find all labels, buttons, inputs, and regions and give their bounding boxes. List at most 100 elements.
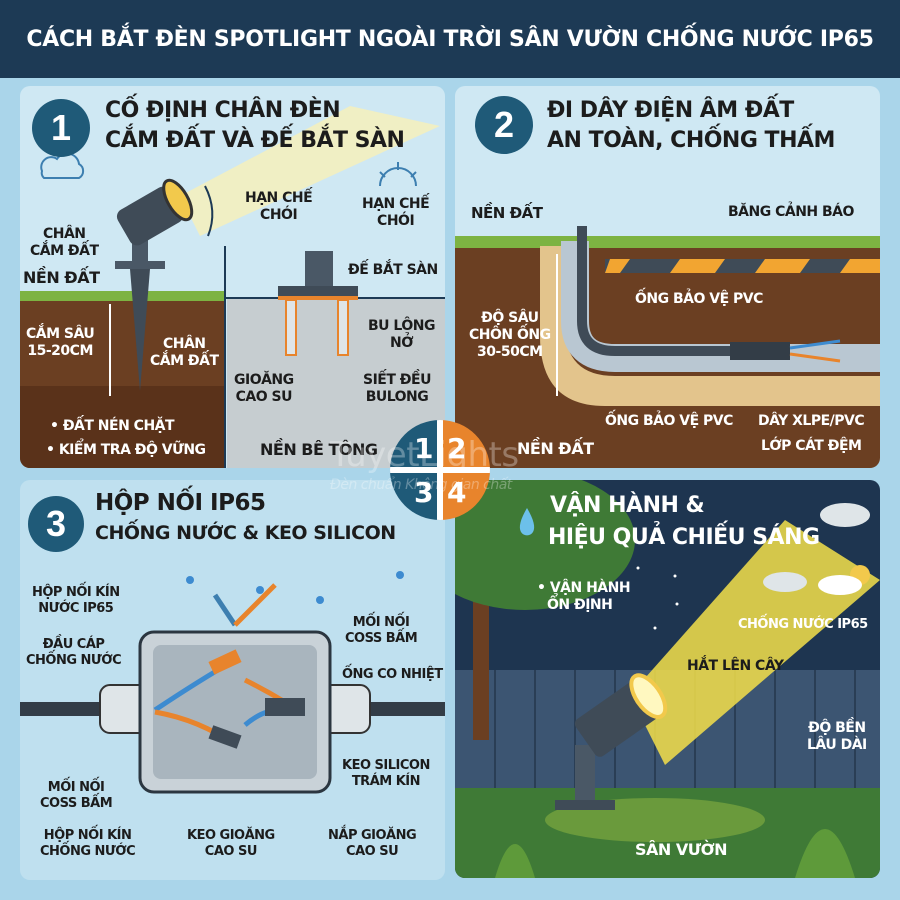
- gland-line1: ĐẦU CÁP: [42, 637, 105, 652]
- box-bottom-line2: CHỐNG NƯỚC: [40, 843, 136, 859]
- stake-label-2-line1: CHÂN: [162, 336, 206, 352]
- gasket-glue-line1: KEO GIOĂNG: [187, 828, 275, 843]
- box-top-line1: HỘP NỐI KÍN: [32, 585, 120, 600]
- spotlight-icon: [555, 673, 668, 810]
- ground-top-label: NỀN ĐẤT: [471, 204, 543, 222]
- silicone-line1: KEO SILICON: [342, 758, 430, 773]
- stake-label-line1: CHÂN: [42, 226, 86, 242]
- garden-label: SÂN VƯỜN: [635, 840, 727, 859]
- cable-label: DÂY XLPE/PVC: [758, 413, 865, 429]
- step3-title-line2: CHỐNG NƯỚC & KEO SILICON: [95, 522, 396, 544]
- sun-icon: [379, 162, 417, 187]
- step3-panel: 3 HỘP NỐI IP65 CHỐNG NƯỚC & KEO SILICON …: [20, 480, 445, 880]
- light-beam: [630, 520, 880, 765]
- box-bottom-line1: HỘP NỐI KÍN: [43, 828, 132, 843]
- glare-label-1-line2: CHÓI: [260, 206, 298, 223]
- gasket-label-line2: CAO SU: [235, 388, 293, 405]
- depth-label-line2: 15-20CM: [27, 342, 93, 359]
- shrink-tube-label: ỐNG CO NHIỆT: [342, 667, 443, 682]
- concrete-label: NỀN BÊ TÔNG: [260, 440, 378, 459]
- step2-title-line2: AN TOÀN, CHỐNG THẤM: [547, 128, 835, 153]
- step1-title-line1: CỐ ĐỊNH CHÂN ĐÈN: [105, 98, 341, 123]
- step3-title-line1: HỘP NỐI IP65: [95, 490, 266, 516]
- durable-line2: LÂU DÀI: [807, 736, 867, 753]
- lid-line2: CAO SU: [346, 843, 399, 859]
- step4-panel: VẬN HÀNH & HIỆU QUẢ CHIẾU SÁNG • VẬN HÀN…: [455, 480, 880, 878]
- sand-label: LỚP CÁT ĐỆM: [761, 438, 862, 454]
- lug-bottom-line2: COSS BẤM: [40, 795, 113, 811]
- ground-bottom-label: NỀN ĐẤT: [517, 439, 594, 458]
- floor-mount-base: [278, 251, 358, 356]
- badge-4: 4: [447, 476, 466, 509]
- lug-top-line2: COSS BẤM: [345, 630, 418, 646]
- depth-line3: 30-50CM: [477, 343, 543, 360]
- step4-title-line2: HIỆU QUẢ CHIẾU SÁNG: [548, 525, 820, 550]
- center-step-badge: 1 2 3 4: [390, 420, 490, 520]
- step1-title-line2: CẮM ĐẤT VÀ ĐẾ BẮT SÀN: [105, 128, 405, 153]
- stable-line1: • VẬN HÀNH: [537, 580, 631, 596]
- rain-drops: [186, 571, 404, 604]
- badge-1: 1: [414, 432, 433, 465]
- waterproof-label: CHỐNG NƯỚC IP65: [738, 617, 868, 632]
- depth-line2: CHÔN ỐNG: [469, 326, 551, 343]
- box-top-line2: NƯỚC IP65: [38, 600, 114, 616]
- sun-cloud-icon: [763, 565, 870, 595]
- pipe-bottom-label: ỐNG BẢO VỆ PVC: [605, 413, 733, 429]
- lid-line1: NẮP GIOĂNG: [328, 828, 417, 843]
- badge-3: 3: [414, 476, 433, 509]
- bullet-check-stability: • KIỂM TRA ĐỘ VỮNG: [46, 442, 206, 458]
- base-label: ĐẾ BẮT SÀN: [348, 262, 438, 278]
- glare-label-2-line2: CHÓI: [377, 212, 415, 229]
- uplight-label: HẮT LÊN CÂY: [687, 658, 784, 674]
- tighten-label-line1: SIẾT ĐỀU: [363, 372, 431, 388]
- step2-number-badge: 2: [475, 96, 533, 154]
- tighten-label-line2: BULONG: [365, 388, 429, 405]
- warning-tape-label: BĂNG CẢNH BÁO: [728, 204, 854, 220]
- step1-panel: 1 CỐ ĐỊNH CHÂN ĐÈN CẮM ĐẤT VÀ ĐẾ BẮT SÀN…: [20, 86, 445, 468]
- rain-cloud-icon: [820, 503, 870, 527]
- lug-top-line1: MỐI NỐI: [352, 615, 410, 630]
- gasket-glue-line2: CAO SU: [204, 843, 258, 859]
- step4-illustration: [455, 480, 880, 878]
- silicone-line2: TRÁM KÍN: [351, 773, 421, 789]
- step3-illustration: [20, 571, 445, 794]
- depth-label-line1: CẮM SÂU: [26, 326, 95, 342]
- stake-label-line2: CẮM ĐẤT: [30, 242, 99, 259]
- depth-line1: ĐỘ SÂU: [481, 310, 539, 326]
- pipe-top-label: ỐNG BẢO VỆ PVC: [635, 291, 763, 307]
- stake-label-2-line2: CẮM ĐẤT: [150, 352, 219, 369]
- step1-number-badge: 1: [32, 99, 90, 157]
- glare-label-2-line1: HẠN CHẾ: [362, 196, 430, 212]
- tree-canopy: [455, 480, 635, 610]
- step2-illustration: [455, 226, 880, 468]
- header-banner: CÁCH BẮT ĐÈN SPOTLIGHT NGOÀI TRỜI SÂN VƯ…: [0, 0, 900, 78]
- step4-title-line1: VẬN HÀNH &: [550, 493, 705, 518]
- spotlight-icon: [115, 178, 194, 391]
- durable-line1: ĐỘ BỀN: [808, 720, 866, 736]
- badge-2: 2: [447, 432, 466, 465]
- gasket-label-line1: GIOĂNG: [234, 372, 294, 388]
- bolt-label-line1: BU LÔNG: [368, 318, 435, 334]
- step1-illustration: [20, 106, 445, 468]
- warning-tape: [605, 259, 880, 273]
- stable-line2: ỔN ĐỊNH: [547, 596, 613, 613]
- ground-label: NỀN ĐẤT: [23, 268, 100, 287]
- step2-panel: 2 ĐI DÂY ĐIỆN ÂM ĐẤT AN TOÀN, CHỐNG THẤM…: [455, 86, 880, 468]
